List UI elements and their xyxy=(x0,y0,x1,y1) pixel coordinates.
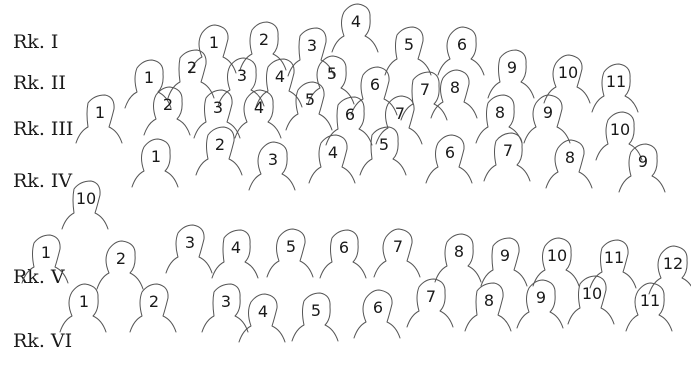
person-number-row3-4: 4 xyxy=(254,98,264,117)
person-number-row2-10: 10 xyxy=(558,63,578,82)
person-number-row6-10: 10 xyxy=(582,284,602,303)
row-6-group: 1 2 3 4 5 6 7 8 9 10 11 xyxy=(60,276,672,342)
person-number-row5-5: 5 xyxy=(286,237,296,256)
person-number-row5-11: 11 xyxy=(604,248,624,267)
person-number-row5-4: 4 xyxy=(231,238,241,257)
person-number-row6-8: 8 xyxy=(484,291,494,310)
person-number-row4-4: 4 xyxy=(328,143,338,162)
person-number-row6-3: 3 xyxy=(221,292,231,311)
person-number-row1-6: 6 xyxy=(457,35,467,54)
person-number-row2-4: 4 xyxy=(275,67,285,86)
person-number-row4-2: 2 xyxy=(215,135,225,154)
row-4-group: 1 2 3 4 5 6 7 8 9 10 xyxy=(62,127,665,229)
person-number-row5-12: 12 xyxy=(663,254,683,273)
person-number-row2-9: 9 xyxy=(507,58,517,77)
person-number-row3-8: 8 xyxy=(495,103,505,122)
person-number-row2-7: 7 xyxy=(420,80,430,99)
person-number-row6-9: 9 xyxy=(536,288,546,307)
person-number-row4-10: 10 xyxy=(76,189,96,208)
person-number-row5-8: 8 xyxy=(454,242,464,261)
person-number-row2-8: 8 xyxy=(450,78,460,97)
person-number-row5-10: 10 xyxy=(547,246,567,265)
person-number-row2-1: 1 xyxy=(144,68,154,87)
person-number-row4-1: 1 xyxy=(151,147,161,166)
person-number-row3-3: 3 xyxy=(213,98,223,117)
person-number-row3-9: 9 xyxy=(543,103,553,122)
person-number-row1-1: 1 xyxy=(209,33,219,52)
person-number-row5-2: 2 xyxy=(116,249,126,268)
person-number-row3-10: 10 xyxy=(610,120,630,139)
person-number-row6-7: 7 xyxy=(426,287,436,306)
person-number-row1-5: 5 xyxy=(404,35,414,54)
person-number-row3-7: 7 xyxy=(395,104,405,123)
person-number-row6-1: 1 xyxy=(79,292,89,311)
person-number-row1-4: 4 xyxy=(351,12,361,31)
person-number-row3-6: 6 xyxy=(345,105,355,124)
person-number-row4-5: 5 xyxy=(379,135,389,154)
person-number-row5-7: 7 xyxy=(393,237,403,256)
person-number-row6-2: 2 xyxy=(149,292,159,311)
person-number-row5-9: 9 xyxy=(500,246,510,265)
person-number-row3-2: 2 xyxy=(163,95,173,114)
person-number-row6-6: 6 xyxy=(373,298,383,317)
person-number-row4-3: 3 xyxy=(268,150,278,169)
person-number-row2-2: 2 xyxy=(187,58,197,77)
person-number-row2-11: 11 xyxy=(606,72,626,91)
person-number-row5-6: 6 xyxy=(339,238,349,257)
person-number-row4-9: 9 xyxy=(638,152,648,171)
person-number-row6-4: 4 xyxy=(258,302,268,321)
person-number-row2-3: 3 xyxy=(237,66,247,85)
person-number-row4-6: 6 xyxy=(445,143,455,162)
person-number-row4-8: 8 xyxy=(565,148,575,167)
person-number-row1-3: 3 xyxy=(307,36,317,55)
person-number-row4-7: 7 xyxy=(503,141,513,160)
person-number-row3-1: 1 xyxy=(95,103,105,122)
person-number-row6-11: 11 xyxy=(640,291,660,310)
person-number-row2-6: 6 xyxy=(370,75,380,94)
person-number-row6-5: 5 xyxy=(311,301,321,320)
person-number-row5-1: 1 xyxy=(41,243,51,262)
person-number-row3-5: 5 xyxy=(305,90,315,109)
person-number-row1-2: 2 xyxy=(259,30,269,49)
person-number-row2-5: 5 xyxy=(327,64,337,83)
person-number-row5-3: 3 xyxy=(185,233,195,252)
